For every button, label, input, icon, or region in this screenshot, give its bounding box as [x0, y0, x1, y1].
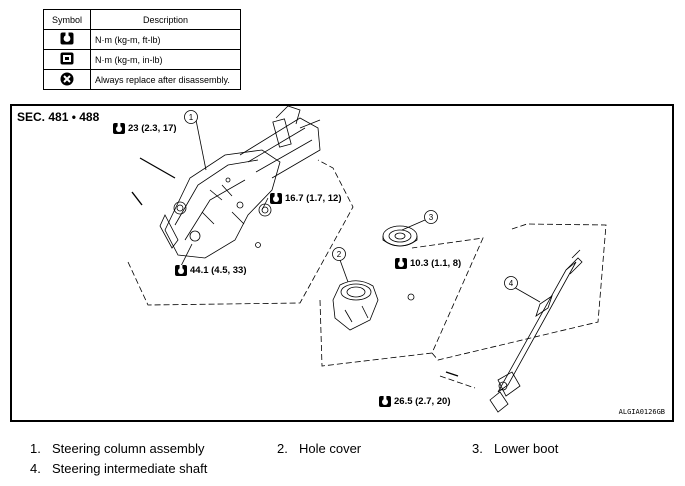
torque-wrench-icon: [60, 32, 74, 45]
torque-wrench-inlb-icon: [60, 52, 74, 65]
torque-wrench-icon: [175, 265, 187, 276]
torque-label: 16.7 (1.7, 12): [270, 193, 342, 204]
legend-desc: Always replace after disassembly.: [90, 69, 241, 90]
part-item: 1.Steering column assembly: [30, 441, 205, 456]
torque-wrench-icon: [395, 258, 407, 269]
always-replace-icon: [60, 72, 74, 85]
callout-4: 4: [504, 276, 518, 290]
legend-row: N·m (kg-m, ft-lb): [43, 29, 241, 50]
torque-label: 23 (2.3, 17): [113, 123, 177, 134]
torque-wrench-icon: [379, 396, 391, 407]
legend-header-row: Symbol Description: [43, 9, 241, 30]
svg-text:4: 4: [509, 279, 514, 288]
figure-id: ALGIA0126GB: [618, 408, 665, 416]
callout-1: 1: [184, 110, 198, 124]
intermediate-shaft-drawing: [445, 249, 583, 413]
part-item: 2.Hole cover: [277, 441, 362, 456]
callout-2: 2: [332, 247, 346, 261]
steering-column-drawing: [131, 105, 321, 259]
part-item: 4.Steering intermediate shaft: [30, 461, 208, 476]
lower-boot-drawing: [382, 225, 418, 247]
part-item: 3.Lower boot: [472, 441, 559, 456]
diagram-frame: [10, 104, 674, 422]
torque-label: 10.3 (1.1, 8): [395, 258, 461, 269]
torque-label: 26.5 (2.7, 20): [379, 396, 451, 407]
section-label: SEC. 481 • 488: [17, 110, 100, 124]
callout-3: 3: [424, 210, 438, 224]
svg-text:3: 3: [429, 213, 434, 222]
svg-text:1: 1: [189, 113, 194, 122]
torque-wrench-icon: [270, 193, 282, 204]
symbol-legend-table: Symbol Description N·m (kg-m, ft-lb) N·m…: [43, 9, 241, 90]
torque-wrench-icon: [113, 123, 125, 134]
hole-cover-drawing: [332, 280, 415, 331]
torque-label: 44.1 (4.5, 33): [175, 265, 247, 276]
svg-text:2: 2: [337, 250, 342, 259]
legend-row: Always replace after disassembly.: [43, 69, 241, 90]
